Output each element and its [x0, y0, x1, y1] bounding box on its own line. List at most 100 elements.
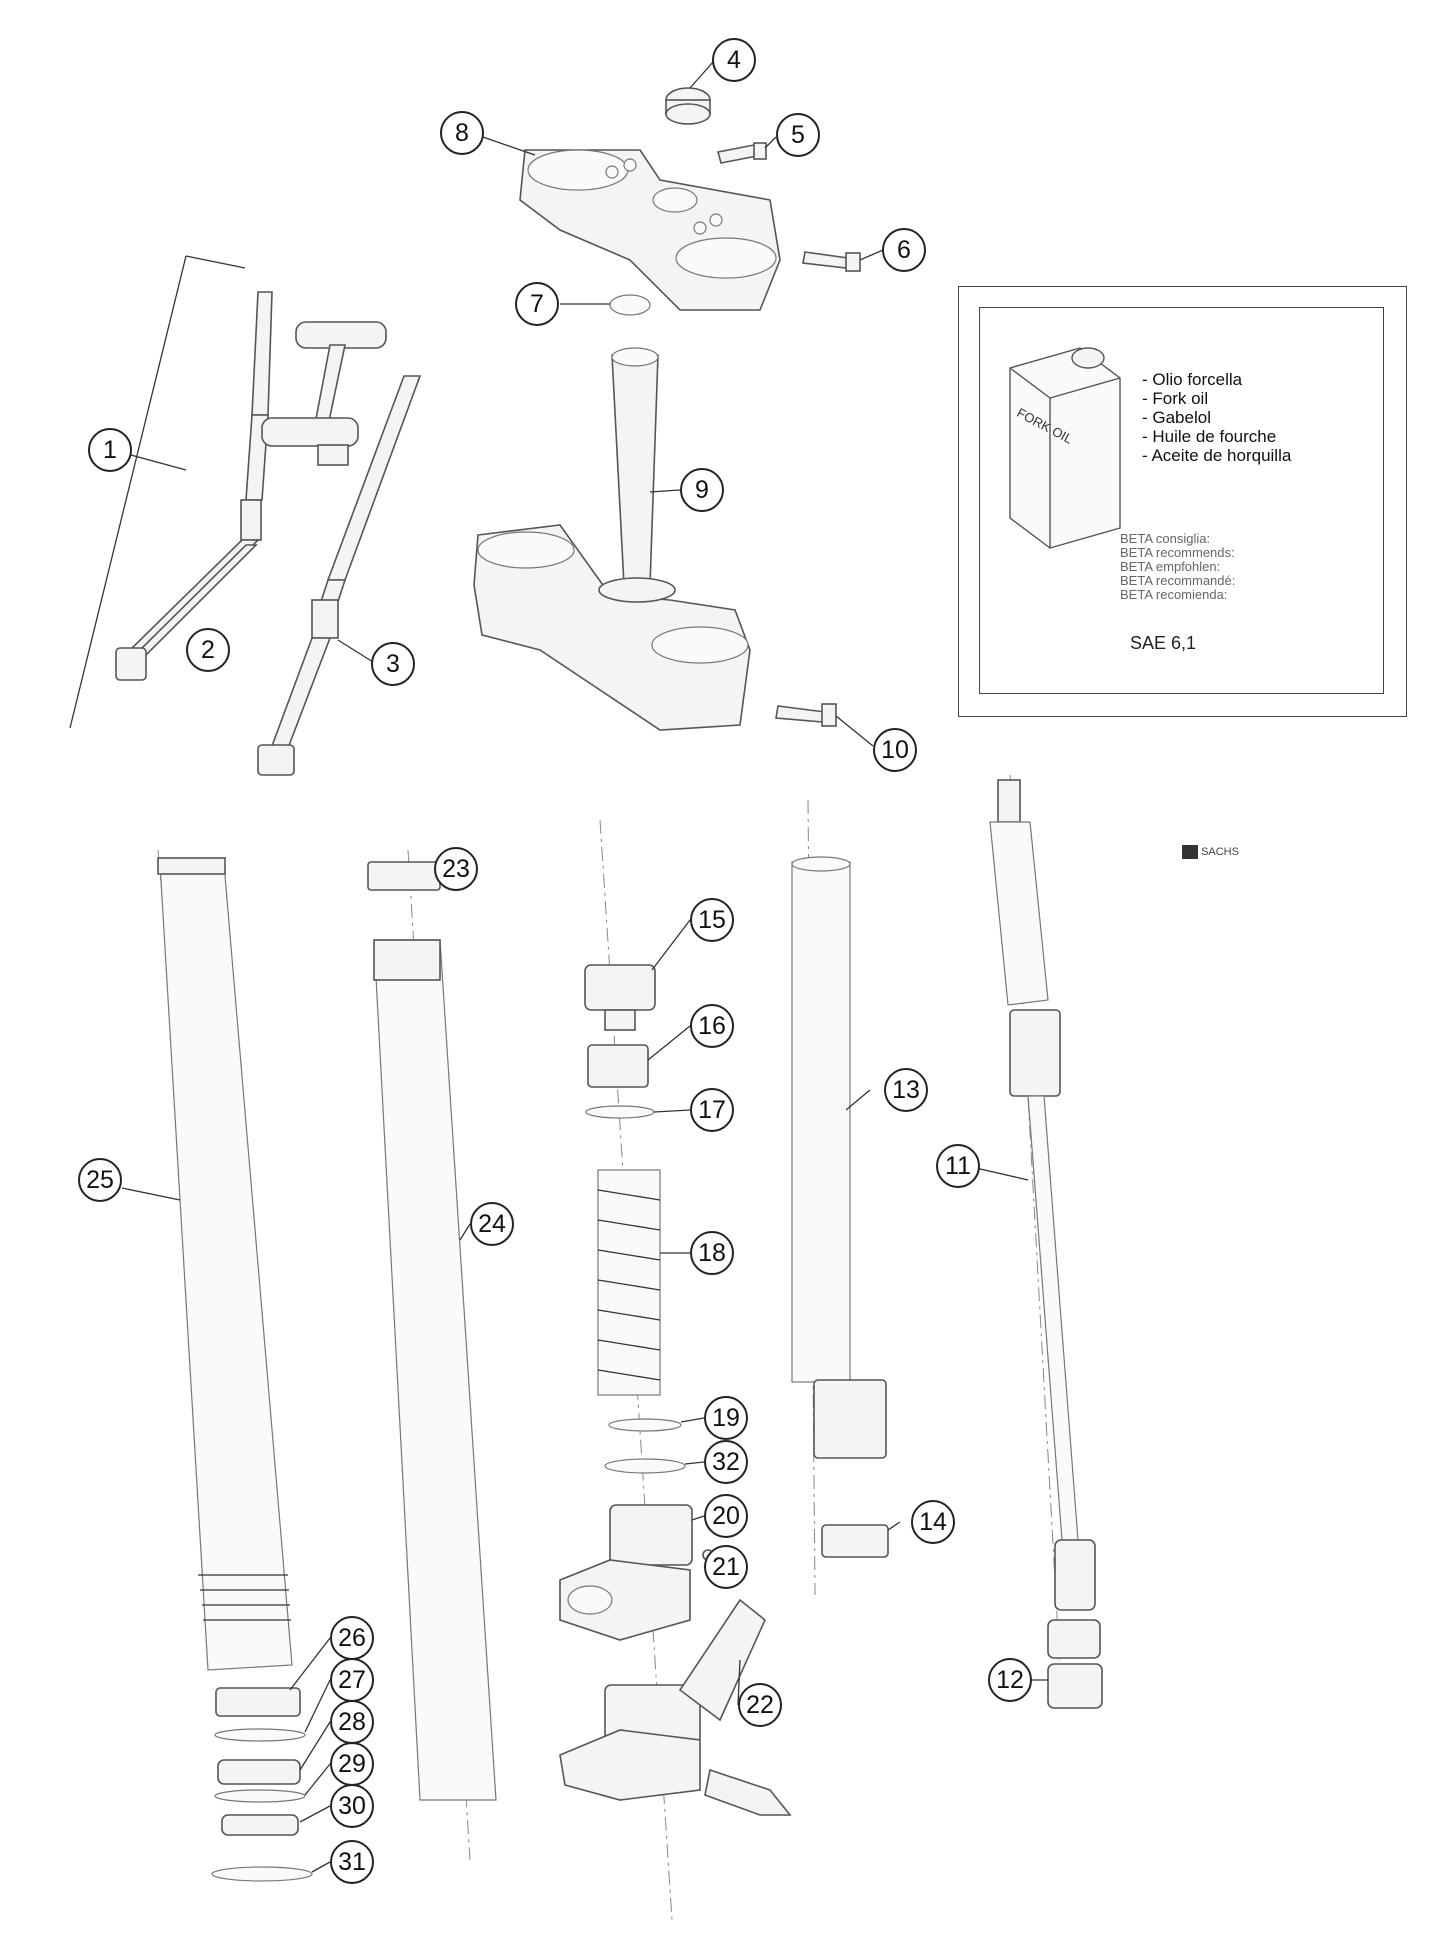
- recommend-es: BETA recomienda:: [1120, 587, 1228, 602]
- callout-21: 21: [704, 1545, 748, 1589]
- oil-line-de: - Gabelol: [1142, 408, 1211, 427]
- svg-text:5: 5: [791, 121, 805, 149]
- svg-text:32: 32: [712, 1448, 740, 1476]
- callout-4: 4: [712, 38, 756, 82]
- callout-5: 5: [776, 113, 820, 157]
- cartridge-rod-drawing: [989, 779, 1103, 1709]
- damper-tube-drawing: [791, 856, 889, 1558]
- complete-fork-assembly-group: [69, 255, 422, 776]
- oil-line-es: - Aceite de horquilla: [1142, 446, 1292, 465]
- lower-clamp-bolt-drawing: [775, 703, 837, 727]
- callout-16: 16: [690, 1004, 734, 1048]
- fork-oil-recommendation-inner-frame: FORK OIL - Olio forcella - Fork oil - Ga…: [979, 307, 1384, 694]
- svg-text:15: 15: [698, 906, 726, 934]
- axle-clamp-drawing: [559, 1504, 693, 1641]
- callout-32: 32: [704, 1440, 748, 1484]
- svg-text:1: 1: [103, 436, 117, 464]
- recommend-fr: BETA recommandé:: [1120, 573, 1236, 588]
- svg-text:20: 20: [712, 1502, 740, 1530]
- callout-11: 11: [936, 1144, 980, 1188]
- svg-text:21: 21: [712, 1553, 740, 1581]
- callout-29: 29: [330, 1742, 374, 1786]
- oil-spec: SAE 6,1: [1130, 633, 1197, 653]
- callout-8: 8: [440, 111, 484, 155]
- recommend-en: BETA recommends:: [1120, 545, 1235, 560]
- oil-can-drawing: FORK OIL: [1009, 347, 1121, 549]
- callout-27: 27: [330, 1658, 374, 1702]
- svg-text:7: 7: [530, 290, 544, 318]
- svg-text:30: 30: [338, 1792, 366, 1820]
- svg-text:17: 17: [698, 1096, 726, 1124]
- svg-text:22: 22: [746, 1691, 774, 1719]
- callout-6: 6: [882, 228, 926, 272]
- callout-13: 13: [884, 1068, 928, 1112]
- svg-text:4: 4: [727, 46, 741, 74]
- callout-24: 24: [470, 1202, 514, 1246]
- svg-text:2: 2: [201, 636, 215, 664]
- oil-line-it: - Olio forcella: [1142, 370, 1243, 389]
- inner-tube-drawing: [367, 861, 497, 1801]
- callout-19: 19: [704, 1396, 748, 1440]
- callout-17: 17: [690, 1088, 734, 1132]
- callout-28: 28: [330, 1700, 374, 1744]
- cartridge-stack-drawing: [584, 964, 686, 1474]
- callout-2: 2: [186, 628, 230, 672]
- svg-text:31: 31: [338, 1848, 366, 1876]
- fork-leg-right-drawing: [257, 375, 422, 776]
- fork-foot-drawing: [559, 1598, 792, 1816]
- callout-25: 25: [78, 1158, 122, 1202]
- svg-text:6: 6: [897, 236, 911, 264]
- fork-leg-left-drawing: [115, 291, 273, 681]
- svg-text:11: 11: [945, 1152, 971, 1180]
- svg-text:19: 19: [712, 1404, 740, 1432]
- svg-text:13: 13: [892, 1076, 920, 1104]
- o-ring-drawing: [609, 294, 651, 316]
- triple-clamp-mini-drawing: [261, 321, 387, 466]
- brand-mark: SACHS: [1182, 845, 1239, 859]
- brand-mark-text: SACHS: [1201, 846, 1239, 858]
- brand-logo-icon: [1182, 845, 1198, 859]
- callout-3: 3: [371, 642, 415, 686]
- svg-text:28: 28: [338, 1708, 366, 1736]
- svg-text:12: 12: [996, 1666, 1024, 1694]
- callout-30: 30: [330, 1784, 374, 1828]
- svg-text:24: 24: [478, 1210, 506, 1238]
- svg-text:26: 26: [338, 1624, 366, 1652]
- oil-line-fr: - Huile de fourche: [1142, 427, 1277, 446]
- callout-14: 14: [911, 1500, 955, 1544]
- callout-7: 7: [515, 282, 559, 326]
- svg-text:9: 9: [695, 476, 709, 504]
- outer-tube-drawing: [157, 857, 293, 1671]
- svg-text:29: 29: [338, 1750, 366, 1778]
- callout-10: 10: [873, 728, 917, 772]
- svg-text:14: 14: [919, 1508, 947, 1536]
- top-nut-drawing: [665, 87, 711, 125]
- oil-line-en: - Fork oil: [1142, 389, 1209, 408]
- callout-20: 20: [704, 1494, 748, 1538]
- callout-1: 1: [88, 428, 132, 472]
- callout-23: 23: [434, 847, 478, 891]
- svg-text:8: 8: [455, 119, 469, 147]
- callout-31: 31: [330, 1840, 374, 1884]
- recommend-de: BETA empfohlen:: [1120, 559, 1221, 574]
- svg-text:23: 23: [442, 855, 470, 883]
- callout-26: 26: [330, 1616, 374, 1660]
- recommend-it: BETA consiglia:: [1120, 531, 1211, 546]
- svg-text:10: 10: [881, 736, 909, 764]
- clamp-bolt-upper-drawing: [717, 142, 767, 164]
- svg-text:18: 18: [698, 1239, 726, 1267]
- callout-22: 22: [738, 1683, 782, 1727]
- svg-text:25: 25: [86, 1166, 114, 1194]
- seal-stack-drawing: [211, 1687, 313, 1882]
- svg-text:3: 3: [386, 650, 400, 678]
- svg-text:16: 16: [698, 1012, 726, 1040]
- clamp-bolt-lower-drawing: [802, 251, 861, 272]
- fork-oil-recommendation-box: FORK OIL - Olio forcella - Fork oil - Ga…: [958, 286, 1407, 717]
- callout-12: 12: [988, 1658, 1032, 1702]
- svg-text:27: 27: [338, 1666, 366, 1694]
- callout-9: 9: [680, 468, 724, 512]
- upper-triple-clamp-drawing: [519, 149, 781, 311]
- callout-18: 18: [690, 1231, 734, 1275]
- callout-15: 15: [690, 898, 734, 942]
